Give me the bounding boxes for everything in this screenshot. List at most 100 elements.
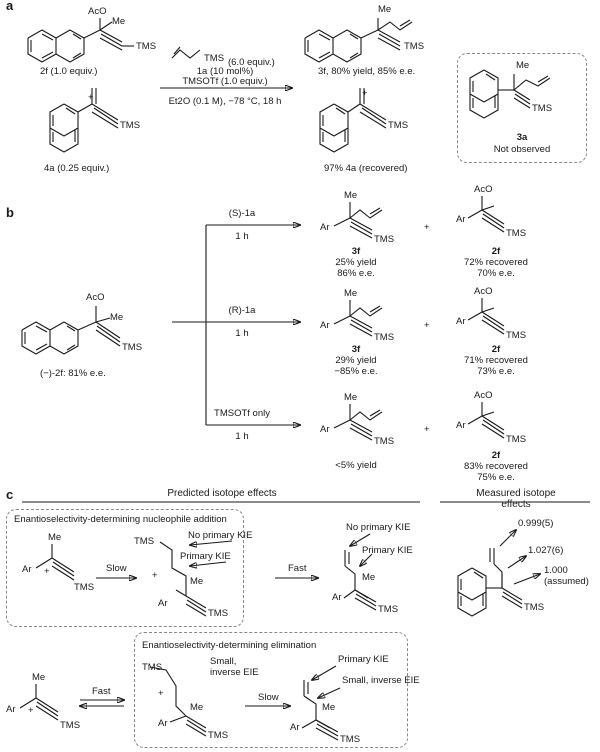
aco-group: AcO	[88, 6, 107, 17]
predicted-isotope-effects-heading: Predicted isotope effects	[167, 488, 277, 499]
me-group: Me	[112, 16, 126, 27]
tms-group: TMS	[374, 332, 395, 343]
condition-solvent: Et2O (0.1 M), −78 °C, 18 h	[168, 96, 282, 107]
fast-step-label: Fast	[288, 563, 307, 574]
row3-recovered-name: 2f	[491, 450, 501, 461]
tms-group: TMS	[506, 434, 527, 445]
panel-b-label: b	[6, 205, 14, 220]
cation-plus: +	[158, 688, 164, 699]
aco-group: AcO	[474, 286, 493, 297]
tms-group: TMS	[378, 604, 399, 615]
row1-condition: (S)-1a	[228, 208, 256, 219]
tms-group: TMS	[404, 41, 425, 52]
nucleophile-addition-title: Enantioselectivity-determining nucleophi…	[14, 514, 227, 525]
compound-3a-label: 3a	[516, 132, 528, 143]
elimination-box	[134, 632, 408, 748]
primary-kie-label: Primary KIE	[338, 654, 389, 665]
me-group: Me	[516, 60, 530, 71]
cation-plus: +	[28, 705, 34, 716]
row1-recovered-name: 2f	[491, 246, 501, 257]
condition-catalyst: 1a (10 mol%)	[196, 66, 254, 77]
row3-recovered-ee: 75% e.e.	[477, 472, 515, 483]
plus-sign: +	[424, 222, 430, 233]
ar-group: Ar	[332, 592, 342, 603]
measured-kie-3-note: (assumed)	[544, 576, 589, 587]
me-group: Me	[344, 190, 358, 201]
me-group: Me	[378, 4, 392, 15]
row3-time: 1 h	[235, 431, 249, 442]
fast-equilibrium-label: Fast	[92, 686, 111, 697]
measured-isotope-effects-heading: Measured isotope effects	[476, 488, 556, 510]
tms-group: TMS	[136, 41, 157, 52]
ar-group: Ar	[290, 722, 300, 733]
tms-group: TMS	[374, 234, 395, 245]
tms-group: TMS	[74, 582, 95, 593]
ar-group: Ar	[456, 214, 466, 225]
ar-group: Ar	[456, 420, 466, 431]
ar-group: Ar	[158, 598, 168, 609]
ar-group: Ar	[320, 320, 330, 331]
plus-sign: +	[424, 320, 430, 331]
not-observed-box	[457, 53, 587, 163]
row2-product-yield: 29% yield	[335, 355, 377, 366]
me-group: Me	[344, 392, 358, 403]
me-group: Me	[362, 572, 376, 583]
tms-group: TMS	[506, 228, 527, 239]
row3-condition: TMSOTf only	[214, 408, 270, 419]
not-observed-note: Not observed	[493, 144, 551, 155]
tms-group: TMS	[524, 602, 545, 613]
tms-group: TMS	[208, 608, 229, 619]
aco-group: AcO	[474, 390, 493, 401]
small-inverse-eie-label: Small, inverse EIE	[342, 675, 420, 686]
no-primary-kie-label: No primary KIE	[346, 522, 411, 533]
slow-step-label: Slow	[106, 563, 127, 574]
ar-group: Ar	[158, 718, 168, 729]
tms-group: TMS	[506, 330, 527, 341]
tms-group: TMS	[60, 720, 81, 731]
row1-recovered-ee: 70% e.e.	[477, 268, 515, 279]
me-group: Me	[322, 702, 336, 713]
plus-sign: +	[424, 424, 430, 435]
tms-group: TMS	[340, 734, 361, 745]
slow-step-label: Slow	[258, 692, 279, 703]
row2-recovered: 71% recovered	[464, 355, 528, 366]
aco-group: AcO	[474, 184, 493, 195]
aco-group: AcO	[86, 292, 105, 303]
tms-group: TMS	[374, 436, 395, 447]
product-3f-label: 3f, 80% yield, 85% e.e.	[318, 66, 416, 77]
inverse-eie-label: inverse EIE	[210, 667, 259, 678]
me-group: Me	[110, 312, 124, 323]
ar-group: Ar	[6, 704, 16, 715]
row1-time: 1 h	[235, 231, 249, 242]
row1-recovered: 72% recovered	[464, 257, 528, 268]
no-primary-kie-label: No primary KIE	[188, 530, 253, 541]
starting-material-label: (−)-2f: 81% e.e.	[40, 368, 106, 379]
compound-4a-label: 4a (0.25 equiv.)	[44, 163, 110, 174]
tms-group: TMS	[204, 53, 225, 64]
measured-kie-2: 1.027(6)	[528, 545, 564, 556]
primary-kie-label: Primary KIE	[362, 545, 413, 556]
ar-group: Ar	[456, 316, 466, 327]
nucleophile-addition-box	[6, 509, 244, 627]
tms-group: TMS	[120, 120, 141, 131]
plus-sign: +	[362, 88, 368, 99]
tms-group: TMS	[208, 730, 229, 741]
me-group: Me	[48, 532, 62, 543]
tms-group: TMS	[532, 103, 553, 114]
row3-product-yield: <5% yield	[335, 460, 377, 471]
me-group: Me	[32, 672, 46, 683]
row2-recovered-ee: 73% e.e.	[477, 366, 515, 377]
me-group: Me	[190, 576, 204, 587]
tms-group: TMS	[388, 120, 409, 131]
panel-c-label: c	[6, 487, 14, 502]
cation-plus: +	[152, 570, 158, 581]
row2-product-name: 3f	[351, 344, 361, 355]
primary-kie-label: Primary KIE	[180, 551, 231, 562]
recovered-4a-label: 97% 4a (recovered)	[324, 163, 408, 174]
row3-recovered: 83% recovered	[464, 461, 528, 472]
elimination-title: Enantioselectivity-determining eliminati…	[142, 640, 317, 651]
cation-plus: +	[44, 566, 50, 577]
allylsilane-equiv: (6.0 equiv.)	[228, 57, 275, 68]
row1-product-ee: 86% e.e.	[337, 268, 375, 279]
